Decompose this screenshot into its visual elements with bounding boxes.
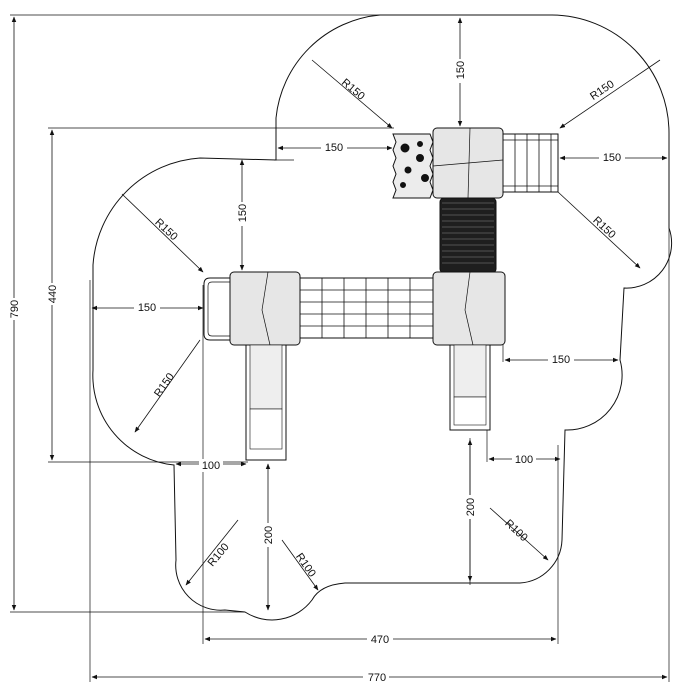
- label-slide-left-run: 200: [263, 526, 275, 544]
- dimension-lines: [11, 16, 668, 680]
- label-platform-gap: 150: [325, 142, 343, 154]
- label-r-top-left: R150: [339, 77, 367, 103]
- label-right-clearance: 150: [552, 354, 570, 366]
- label-slide-left-offset: 100: [202, 460, 220, 472]
- right-platform: [432, 271, 506, 346]
- dimension-labels: 790 440 770 470 150 150 150 150 150 150 …: [6, 59, 625, 684]
- climbing-wall: [392, 133, 434, 199]
- label-r-bottom-left-b: R100: [293, 551, 318, 579]
- label-r-upper-right: R150: [590, 214, 617, 241]
- label-r-mid-left: R150: [152, 216, 179, 243]
- label-upper-right-clearance: 150: [603, 152, 621, 164]
- play-equipment: [203, 127, 559, 461]
- extension-lines: [10, 14, 670, 682]
- label-slide-right-run: 200: [465, 498, 477, 516]
- top-ladder: [502, 133, 559, 193]
- label-left-clearance: 150: [138, 302, 156, 314]
- label-vertical-left: 150: [237, 204, 249, 222]
- label-overall-width: 770: [368, 672, 386, 684]
- left-platform: [229, 271, 301, 346]
- label-overall-height: 790: [9, 300, 21, 318]
- label-top-clearance: 150: [455, 61, 467, 79]
- label-inner-height: 440: [47, 285, 59, 303]
- left-handrail: [203, 277, 230, 341]
- safety-zone-outline: [92, 14, 673, 621]
- label-inner-width: 470: [371, 634, 389, 646]
- label-slide-right-offset: 100: [515, 454, 533, 466]
- label-r-lower-left: R150: [152, 371, 177, 399]
- radius-leaders: [121, 59, 661, 591]
- net-bridge: [299, 277, 434, 339]
